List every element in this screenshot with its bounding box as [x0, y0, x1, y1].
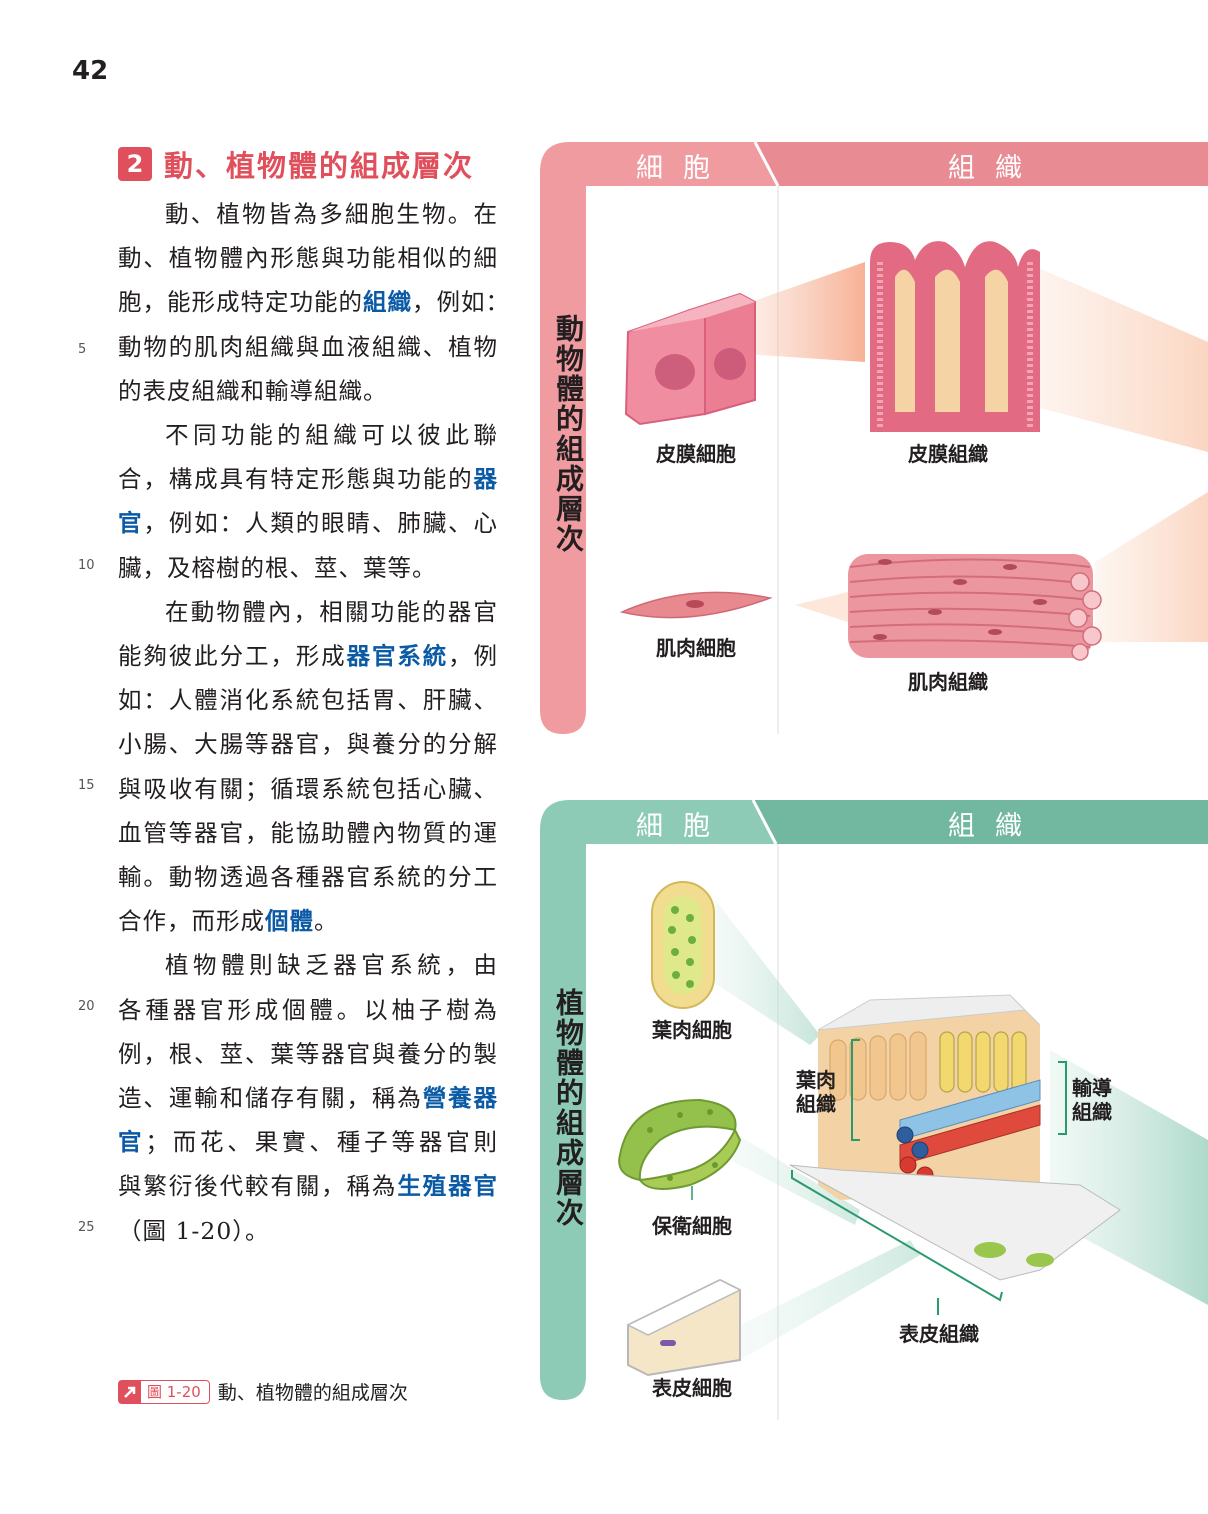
text-run: 與繁衍後代較有關，稱為 — [118, 1172, 398, 1201]
text-line: 與繁衍後代較有關，稱為生殖器官 — [118, 1171, 498, 1201]
text-line: 小腸、大腸等器官，與養分的分解 — [118, 729, 498, 759]
text-line: 動、植物皆為多細胞生物。在 — [165, 199, 498, 229]
muscle-tissue-illustration — [848, 554, 1102, 661]
text-line: 合，構成具有特定形態與功能的器 — [118, 464, 498, 494]
label-vascular-tissue: 輸導組織 — [1072, 1076, 1112, 1124]
label-muscle-cell: 肌肉細胞 — [656, 636, 736, 660]
text-run: 合，構成具有特定形態與功能的 — [118, 465, 474, 494]
text-line: （圖 1-20）。 — [118, 1216, 498, 1246]
plant-panel: 細胞 組織 植物體的組成層次 葉肉細胞 保衛細胞 表皮細胞 葉肉組織 輸導組織 … — [540, 800, 1208, 1420]
key-term: 個體 — [265, 907, 314, 936]
text-run: 與吸收有關；循環系統包括心臟、 — [118, 774, 498, 803]
plant-cell-header: 細胞 — [636, 811, 730, 842]
key-term: 生殖器官 — [397, 1172, 499, 1201]
key-term: 營養器 — [422, 1084, 499, 1112]
text-line: 造、運輸和儲存有關，稱為營養器 — [118, 1083, 498, 1113]
section-heading: 2 動、植物體的組成層次 — [118, 143, 474, 185]
line-number: 10 — [78, 558, 95, 573]
text-run: 動、植物體內形態與功能相似的細 — [118, 244, 498, 273]
text-run: 例，根、莖、葉等器官與養分的製 — [118, 1039, 498, 1068]
text-run: 血管等器官，能協助體內物質的運 — [118, 818, 498, 847]
section-number-badge: 2 — [118, 147, 152, 181]
figure-caption: 圖 1-20 動、植物體的組成層次 — [118, 1378, 408, 1405]
text-line: 臟，及榕樹的根、莖、葉等。 — [118, 553, 498, 583]
text-line: 植物體則缺乏器官系統，由 — [165, 950, 498, 980]
text-run: 臟，及榕樹的根、莖、葉等。 — [118, 553, 437, 582]
text-run: 胞，能形成特定功能的 — [118, 288, 363, 317]
key-term: 官 — [118, 509, 144, 538]
key-term: 器官系統 — [346, 642, 449, 670]
plant-side-title: 植物體的組成層次 — [552, 988, 585, 1228]
text-run: 不同功能的組織可以彼此聯 — [165, 421, 498, 449]
text-run: 輸。動物透過各種器官系統的分工 — [118, 863, 498, 891]
animal-panel: 細胞 組織 動物體的組成層次 皮膜細胞 皮膜組織 肌肉細胞 肌肉組織 — [540, 142, 1208, 734]
text-run: ，例如：人類的眼睛、肺臟、心 — [143, 509, 499, 538]
text-line: 能夠彼此分工，形成器官系統，例 — [118, 641, 498, 671]
leaf-tissue-illustration — [789, 994, 1121, 1281]
text-run: （圖 1-20）。 — [118, 1216, 270, 1245]
figure-number: 圖 1-20 — [147, 1383, 201, 1401]
text-run: ；而花、果實、種子等器官則 — [145, 1128, 499, 1157]
plant-tissue-header: 組織 — [948, 811, 1042, 842]
epithelial-cell-illustration — [624, 292, 756, 426]
text-run: ，例如： — [412, 288, 510, 317]
text-line: 例，根、莖、葉等器官與養分的製 — [118, 1039, 498, 1069]
arrow-icon — [119, 1380, 141, 1403]
text-line: 各種器官形成個體。以柚子樹為 — [118, 995, 498, 1025]
text-run: 動、植物皆為多細胞生物。在 — [165, 200, 498, 228]
caption-text: 動、植物體的組成層次 — [217, 1382, 408, 1404]
text-line: 在動物體內，相關功能的器官 — [165, 597, 498, 627]
line-number: 15 — [78, 778, 95, 793]
text-line: 不同功能的組織可以彼此聯 — [165, 420, 498, 450]
text-run: 。 — [314, 907, 339, 936]
label-epidermal-cell: 表皮細胞 — [652, 1376, 732, 1400]
text-run: ，例 — [448, 642, 499, 670]
text-line: 與吸收有關；循環系統包括心臟、 — [118, 774, 498, 804]
text-line: 輸。動物透過各種器官系統的分工 — [118, 862, 498, 892]
section-title: 動、植物體的組成層次 — [164, 149, 475, 183]
line-number: 25 — [78, 1220, 95, 1235]
text-line: 動物的肌肉組織與血液組織、植物 — [118, 332, 498, 362]
epidermal-cell-illustration — [626, 1278, 742, 1377]
text-line: 官，例如：人類的眼睛、肺臟、心 — [118, 508, 498, 538]
line-number: 5 — [78, 342, 87, 357]
label-mesophyll-tissue: 葉肉組織 — [796, 1068, 836, 1116]
key-term: 組織 — [363, 288, 412, 317]
text-line: 血管等器官，能協助體內物質的運 — [118, 818, 498, 848]
text-run: 能夠彼此分工，形成 — [118, 642, 347, 670]
key-term: 官 — [118, 1128, 146, 1157]
text-line: 官；而花、果實、種子等器官則 — [118, 1127, 498, 1157]
text-line: 合作，而形成個體。 — [118, 906, 498, 936]
text-run: 的表皮組織和輸導組織。 — [118, 376, 388, 405]
animal-side-title: 動物體的組成層次 — [552, 314, 585, 554]
page-number: 42 — [72, 56, 109, 86]
text-run: 如：人體消化系統包括胃、肝臟、 — [118, 686, 498, 715]
label-guard-cell: 保衛細胞 — [652, 1214, 732, 1238]
text-line: 如：人體消化系統包括胃、肝臟、 — [118, 685, 498, 715]
label-muscle-tissue: 肌肉組織 — [908, 670, 988, 694]
text-run: 各種器官形成個體。以柚子樹為 — [118, 995, 498, 1024]
text-run: 動物的肌肉組織與血液組織、植物 — [118, 332, 498, 361]
text-run: 合作，而形成 — [118, 907, 265, 936]
text-run: 植物體則缺乏器官系統，由 — [165, 951, 498, 980]
line-number: 20 — [78, 999, 95, 1014]
text-run: 造、運輸和儲存有關，稱為 — [118, 1084, 423, 1112]
label-epidermal-tissue: 表皮組織 — [899, 1322, 979, 1346]
label-mesophyll-cell: 葉肉細胞 — [652, 1018, 732, 1042]
text-line: 的表皮組織和輸導組織。 — [118, 376, 498, 406]
epithelial-tissue-illustration — [870, 241, 1040, 432]
text-run: 小腸、大腸等器官，與養分的分解 — [118, 730, 498, 759]
mesophyll-cell-illustration — [651, 881, 715, 1009]
figure-tag: 圖 1-20 — [118, 1379, 210, 1404]
animal-tissue-header: 組織 — [948, 153, 1042, 184]
key-term: 器 — [473, 465, 498, 494]
text-run: 在動物體內，相關功能的器官 — [165, 597, 498, 626]
label-epithelial-tissue: 皮膜組織 — [908, 442, 988, 466]
animal-cell-header: 細胞 — [636, 153, 730, 184]
guard-cell-illustration — [618, 1098, 742, 1190]
text-line: 動、植物體內形態與功能相似的細 — [118, 243, 498, 273]
label-epithelial-cell: 皮膜細胞 — [656, 442, 736, 466]
text-line: 胞，能形成特定功能的組織，例如： — [118, 287, 509, 317]
